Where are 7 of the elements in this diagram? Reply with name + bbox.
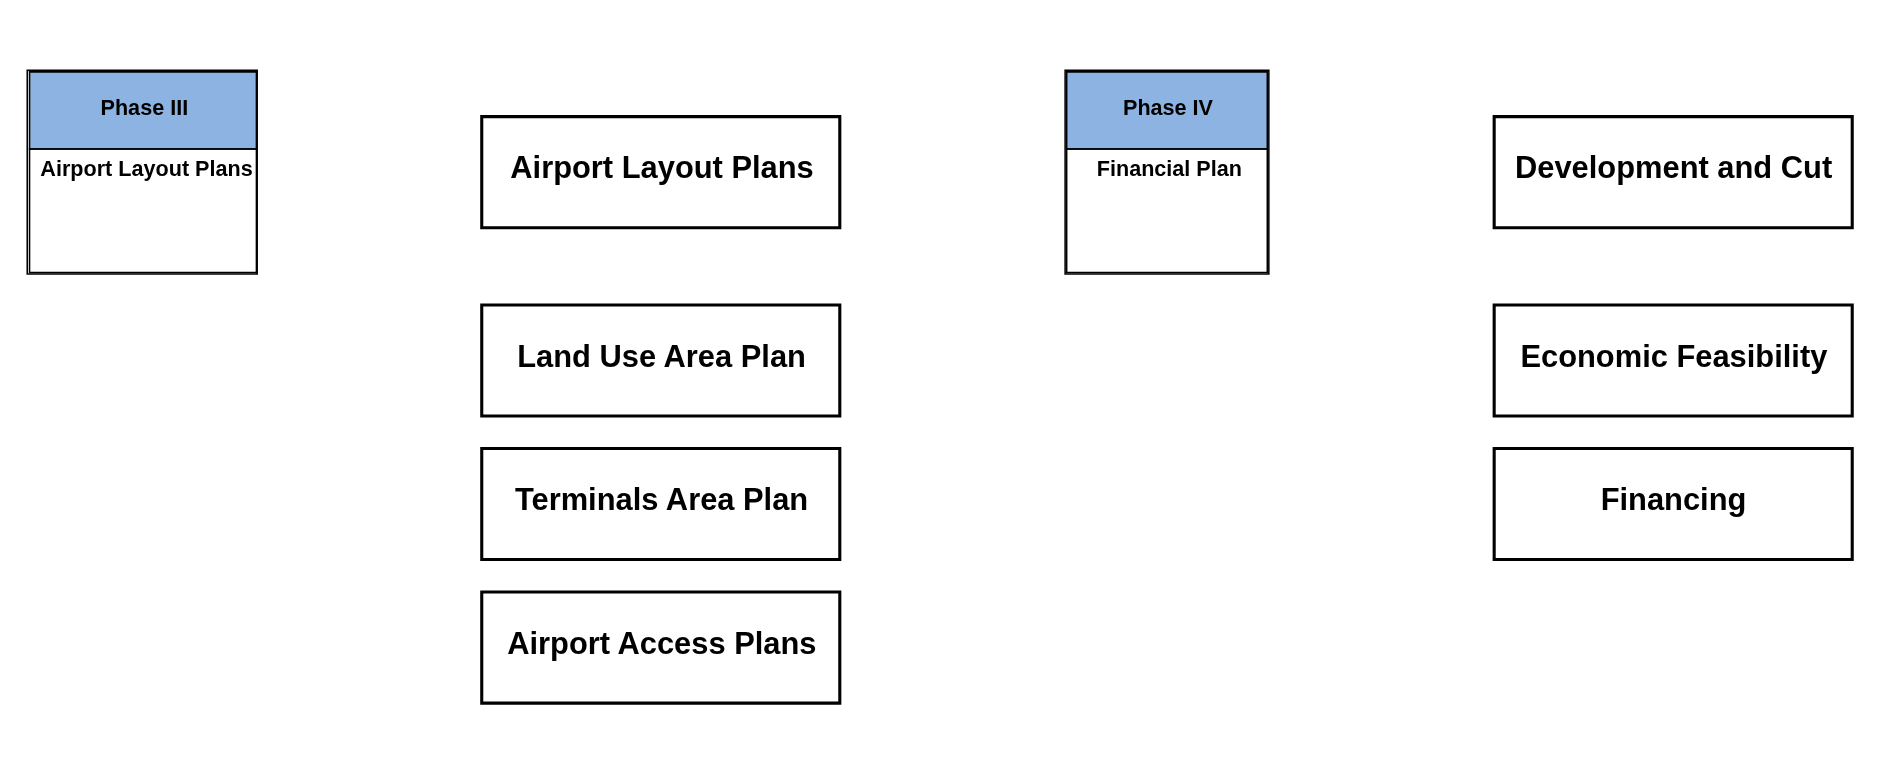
node-box: Land Use Area Plan — [480, 302, 842, 418]
node-box: Financing — [1492, 446, 1854, 561]
node-box: Terminals Area Plan — [480, 446, 842, 561]
node-box: Airport Layout Plans — [480, 114, 842, 229]
node-box: Airport Access Plans — [480, 589, 842, 705]
node-box: Economic Feasibility — [1492, 302, 1854, 418]
node-box: Development and Cut — [1492, 114, 1854, 229]
